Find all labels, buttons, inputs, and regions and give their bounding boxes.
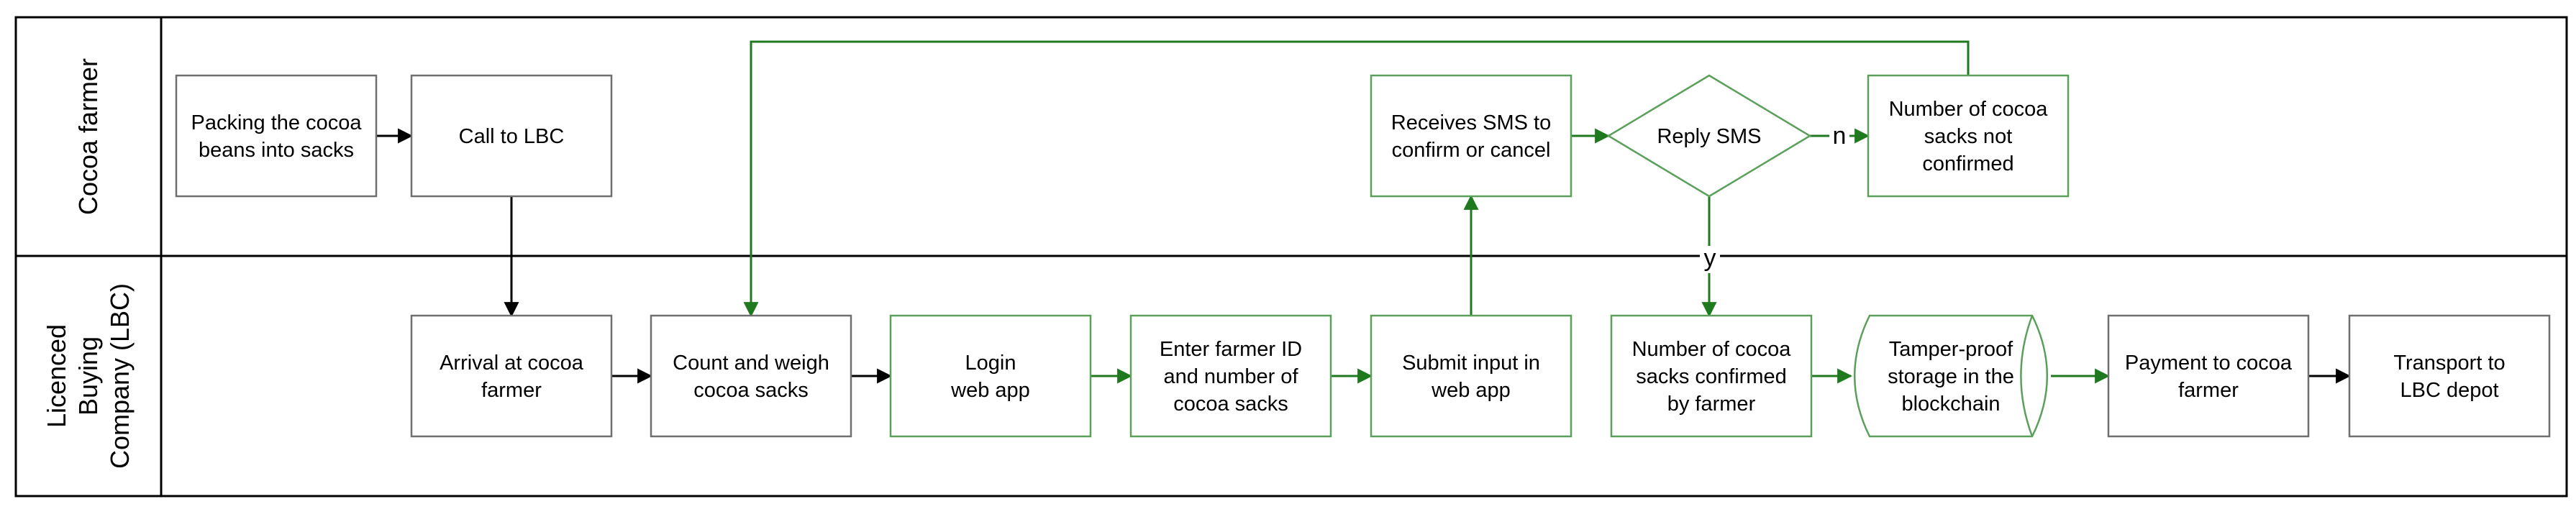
node-label: Submit input in web app [1402, 352, 1540, 402]
edge-notconf-count [743, 40, 1970, 318]
node-label: Number of cocoa sacks confirmed by farmer [1632, 338, 1792, 416]
node-confirmed: Number of cocoa sacks confirmed by farmer [1610, 314, 1813, 438]
edge-label: y [1704, 244, 1716, 272]
edge-line [743, 40, 1970, 318]
node-label-line: cocoa sacks [693, 379, 809, 402]
process-box [410, 74, 613, 198]
node-label: Packing the cocoa beans into sacks [191, 111, 363, 162]
edge-reply-confirmed: y [1700, 196, 1720, 318]
node-notconf: Number of cocoa sacks not confirmed [1867, 74, 2070, 198]
node-transport: Transport to LBC depot [2348, 314, 2551, 438]
lane-label-farmer: Cocoa farmer [73, 58, 103, 215]
node-label-line: Tamper-proof [1889, 338, 2013, 361]
node-label: Transport to LBC depot [2393, 352, 2505, 402]
node-label-line: Call to LBC [459, 125, 565, 148]
node-label: Tamper-proof storage in the blockchain [1888, 338, 2014, 416]
lane-label-line: Cocoa farmer [73, 58, 103, 215]
node-login: Login web app [889, 314, 1092, 438]
node-label: Login web app [950, 352, 1030, 402]
connectors: ny [376, 40, 2352, 384]
node-label: Number of cocoa sacks not confirmed [1889, 98, 2049, 175]
process-box [410, 314, 613, 438]
node-packing: Packing the cocoa beans into sacks [175, 74, 378, 198]
node-sms: Receives SMS to confirm or cancel [1370, 74, 1573, 198]
edge-label-bg [1829, 124, 1849, 151]
node-label-line: farmer [2178, 379, 2239, 402]
node-label: Count and weigh cocoa sacks [673, 352, 829, 402]
process-box [1610, 314, 1813, 438]
process-box [1370, 314, 1573, 438]
node-payment: Payment to cocoa farmer [2107, 314, 2310, 438]
process-box [175, 74, 378, 198]
node-call: Call to LBC [410, 74, 613, 198]
node-submit: Submit input in web app [1370, 314, 1573, 438]
decision-shape [1606, 74, 1812, 198]
lane-farmer: Cocoa farmer [73, 58, 103, 215]
node-label-line: farmer [481, 379, 542, 402]
edge-reply-notconf: n [1810, 122, 1870, 151]
node-label-line: sacks not [1924, 125, 2013, 148]
lane-lbc: LicencedBuyingCompany (LBC) [42, 283, 135, 469]
lane-label-line: Licenced [42, 324, 71, 428]
node-label-line: Number of cocoa [1889, 98, 2049, 121]
node-label: Reply SMS [1657, 125, 1761, 148]
node-label-line: Receives SMS to [1391, 111, 1551, 134]
lane-label-line: Company (LBC) [105, 283, 135, 469]
node-blockchain: Tamper-proof storage in the blockchain [1853, 314, 2049, 438]
process-box [889, 314, 1092, 438]
node-label-line: sacks confirmed [1636, 365, 1787, 388]
node-label-line: Login [965, 352, 1016, 375]
node-label-line: web app [1431, 379, 1511, 402]
node-label: Receives SMS to confirm or cancel [1391, 111, 1551, 162]
node-label-line: cocoa sacks [1173, 393, 1288, 416]
node-label: Arrival at cocoa farmer [440, 352, 584, 402]
lane-label-line: Buying [73, 336, 103, 416]
edge-label-bg [1700, 246, 1720, 273]
node-label-line: Packing the cocoa [191, 111, 363, 134]
node-label-line: Submit input in [1402, 352, 1540, 375]
lane-label-lbc: LicencedBuyingCompany (LBC) [42, 283, 135, 469]
node-count: Count and weigh cocoa sacks [650, 314, 852, 438]
node-label-line: Count and weigh [673, 352, 829, 375]
process-box [1370, 74, 1573, 198]
node-label-line: Number of cocoa [1632, 338, 1792, 361]
process-box [1129, 314, 1332, 438]
storage-inner-curve [2020, 315, 2034, 437]
node-label-line: web app [950, 379, 1030, 402]
node-label: Enter farmer ID and number of cocoa sacks [1160, 338, 1302, 416]
node-label-line: Enter farmer ID [1160, 338, 1302, 361]
node-arrival: Arrival at cocoa farmer [410, 314, 613, 438]
node-label-line: LBC depot [2400, 379, 2498, 402]
node-label-line: and number of [1163, 365, 1298, 388]
edge-label: n [1833, 122, 1847, 150]
node-label-line: confirmed [1922, 152, 2013, 175]
node-label-line: storage in the [1888, 365, 2014, 388]
process-box [2348, 314, 2551, 438]
node-label-line: Reply SMS [1657, 125, 1761, 148]
node-label-line: by farmer [1667, 393, 1756, 416]
process-box [1867, 74, 2070, 198]
node-label-line: Transport to [2393, 352, 2505, 375]
node-label-line: beans into sacks [199, 139, 354, 162]
node-label-line: confirm or cancel [1392, 139, 1551, 162]
node-reply: Reply SMS [1606, 74, 1812, 198]
process-box [2107, 314, 2310, 438]
node-label: Call to LBC [459, 125, 565, 148]
process-box [650, 314, 852, 438]
node-label-line: Payment to cocoa [2125, 352, 2293, 375]
node-enter: Enter farmer ID and number of cocoa sacks [1129, 314, 1332, 438]
process-nodes: Packing the cocoa beans into sacks Call to… [175, 74, 2551, 438]
node-label-line: Arrival at cocoa [440, 352, 584, 375]
node-label-line: blockchain [1901, 393, 2000, 416]
node-label: Payment to cocoa farmer [2125, 352, 2293, 402]
